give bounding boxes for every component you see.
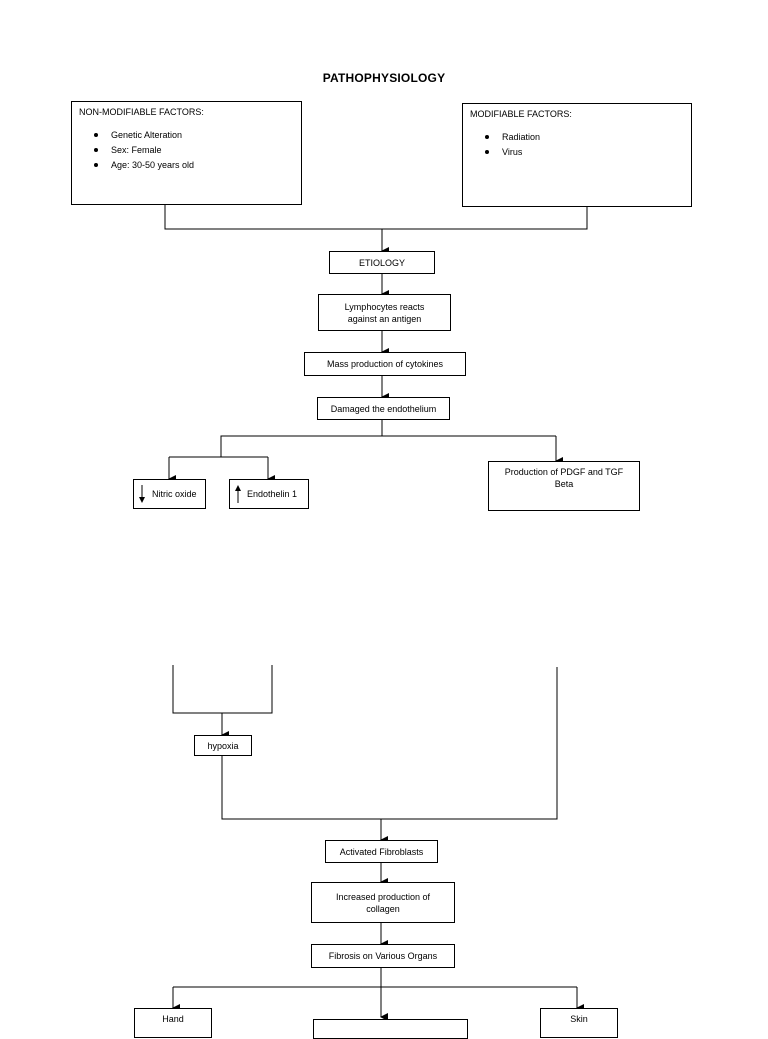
hypoxia-node: hypoxia	[194, 735, 252, 756]
connector-endothelium-split	[220, 420, 556, 457]
lymphocytes-node: Lymphocytes reacts against an antigen	[318, 294, 451, 331]
modifiable-heading: MODIFIABLE FACTORS:	[470, 109, 572, 119]
hand-node: Hand	[134, 1008, 212, 1038]
hypoxia-label: hypoxia	[207, 740, 239, 751]
up-arrow-icon	[235, 485, 241, 503]
connector-organs-split	[173, 968, 577, 988]
etiology-label: ETIOLOGY	[358, 257, 405, 268]
endothelium-node: Damaged the endothelium	[317, 397, 450, 420]
pdgf-tgf-node: Production of PDGF and TGF Beta	[488, 461, 640, 511]
pdgf-label-line2: Beta	[554, 479, 574, 489]
modifiable-list: Radiation Virus	[470, 130, 684, 160]
fibrosis-label: Fibrosis on Various Organs	[328, 951, 438, 961]
fibroblasts-label: Activated Fibroblasts	[339, 846, 424, 857]
collagen-label-line2: collagen	[366, 903, 400, 914]
cytokines-node: Mass production of cytokines	[304, 352, 466, 376]
endothelin-label: Endothelin 1	[247, 489, 298, 499]
list-item: Sex: Female	[94, 143, 294, 158]
non-modifiable-heading: NON-MODIFIABLE FACTORS:	[79, 107, 204, 117]
lymphocytes-label-line2: against an antigen	[347, 313, 422, 324]
non-modifiable-factors-box: NON-MODIFIABLE FACTORS: Genetic Alterati…	[71, 101, 302, 205]
list-item: Age: 30-50 years old	[94, 158, 294, 173]
collagen-node: Increased production of collagen	[311, 882, 455, 923]
collagen-label-line1: Increased production of	[335, 891, 431, 902]
middle-organ-node	[313, 1019, 468, 1039]
lymphocytes-label-line1: Lymphocytes reacts	[344, 301, 425, 312]
skin-label: Skin	[570, 1014, 588, 1024]
nitric-oxide-label: Nitric oxide	[152, 489, 197, 499]
connector-factors	[164, 205, 588, 230]
list-item: Radiation	[485, 130, 684, 145]
nitric-oxide-node: Nitric oxide	[133, 479, 206, 509]
endothelium-label: Damaged the endothelium	[330, 403, 437, 414]
cytokines-label: Mass production of cytokines	[326, 359, 444, 369]
pdgf-label-line1: Production of PDGF and TGF	[504, 467, 624, 477]
list-item: Virus	[485, 145, 684, 160]
connector-to-hypoxia	[172, 665, 273, 714]
fibroblasts-node: Activated Fibroblasts	[325, 840, 438, 863]
hand-label: Hand	[162, 1014, 184, 1024]
non-modifiable-list: Genetic Alteration Sex: Female Age: 30-5…	[79, 128, 294, 173]
etiology-node: ETIOLOGY	[329, 251, 435, 274]
page-title: PATHOPHYSIOLOGY	[322, 71, 446, 85]
skin-node: Skin	[540, 1008, 618, 1038]
endothelin-node: Endothelin 1	[229, 479, 309, 509]
list-item: Genetic Alteration	[94, 128, 294, 143]
down-arrow-icon	[139, 485, 145, 503]
connector-merge	[221, 667, 558, 820]
fibrosis-node: Fibrosis on Various Organs	[311, 944, 455, 968]
modifiable-factors-box: MODIFIABLE FACTORS: Radiation Virus	[462, 103, 692, 207]
